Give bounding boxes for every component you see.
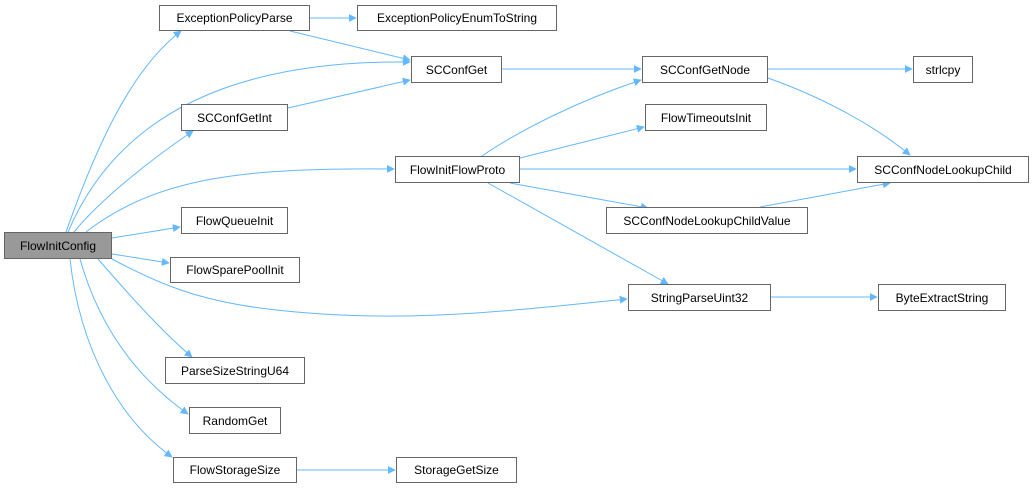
node-scconfnodelookupchild[interactable]: SCConfNodeLookupChild [857,156,1029,183]
node-exceptionpolicyenumtostring[interactable]: ExceptionPolicyEnumToString [357,5,557,31]
edge-scconfgetnode-scconfnodelookupchild [767,77,911,156]
node-flowtimeoutsinit[interactable]: FlowTimeoutsInit [645,104,767,131]
node-scconfget[interactable]: SCConfGet [411,56,502,83]
edge-flowinitconfig-exceptionpolicyparse [65,30,182,233]
node-scconfgetnode[interactable]: SCConfGetNode [642,56,768,83]
edge-flowinitconfig-flowstoragesize [69,258,173,458]
edge-flowinitconfig-flowqueueinit [111,224,181,239]
node-strlcpy[interactable]: strlcpy [913,56,973,83]
node-exceptionpolicyparse[interactable]: ExceptionPolicyParse [159,5,310,31]
node-flowinitconfig[interactable]: FlowInitConfig [4,232,112,259]
node-flowqueueinit[interactable]: FlowQueueInit [181,207,288,234]
edge-flowinitflowproto-stringparseuint32 [487,182,669,285]
node-randomget[interactable]: RandomGet [189,407,281,434]
node-byteextractstring[interactable]: ByteExtractString [878,284,1006,311]
node-flowsparepoolinit[interactable]: FlowSparePoolInit [170,257,300,283]
node-flowinitflowproto[interactable]: FlowInitFlowProto [395,156,520,183]
node-storagegetsize[interactable]: StorageGetSize [396,457,517,483]
edge-scconfgetint-scconfget [287,77,411,109]
edge-flowinitconfig-randomget [79,258,189,415]
edge-flowinitflowproto-scconfnodelookupchildvalue [509,182,649,211]
edge-flowinitconfig-scconfgetint [73,130,194,233]
edge-flowinitconfig-parsesizestringu64 [97,258,193,358]
node-flowstoragesize[interactable]: FlowStorageSize [173,457,297,483]
edge-flowinitconfig-scconfget [67,57,411,233]
edge-flowinitflowproto-scconfgetnode [481,78,642,157]
edge-exceptionpolicyparse-scconfget [289,30,411,63]
edge-flowinitconfig-flowinitflowproto [85,164,395,233]
node-scconfnodelookupchildvalue[interactable]: SCConfNodeLookupChildValue [606,207,808,234]
node-scconfgetint[interactable]: SCConfGetInt [181,104,288,131]
node-parsesizestringu64[interactable]: ParseSizeStringU64 [165,357,305,384]
node-stringparseuint32[interactable]: StringParseUint32 [628,284,771,311]
edge-scconfnodelookupchildvalue-scconfnodelookupchild [759,180,891,208]
edge-flowinitconfig-flowsparepoolinit [111,253,170,266]
edge-flowinitflowproto-flowtimeoutsinit [519,124,645,159]
edge-flowinitconfig-stringparseuint32 [111,258,628,317]
